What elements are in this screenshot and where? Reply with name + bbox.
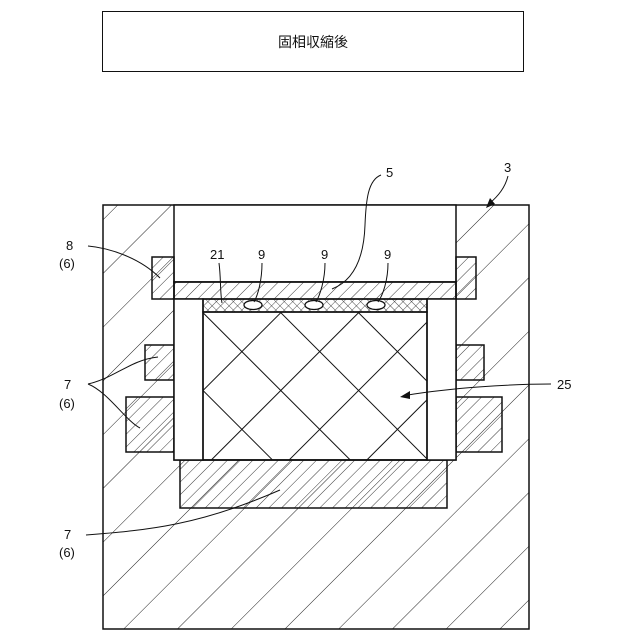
label-9a: 9 — [258, 247, 265, 262]
void-9-left — [244, 301, 262, 310]
label-7a: 7 — [64, 377, 71, 392]
upper-opening — [174, 205, 456, 282]
label-7b-sub: (6) — [59, 545, 75, 560]
leader-3 — [490, 176, 508, 203]
core-25 — [203, 312, 427, 460]
label-21: 21 — [210, 247, 224, 262]
label-9b: 9 — [321, 247, 328, 262]
side-wall-right — [427, 299, 456, 460]
coil-7-right-low — [456, 397, 502, 452]
label-8: 8 — [66, 238, 73, 253]
label-7b: 7 — [64, 527, 71, 542]
void-9-center — [305, 301, 323, 310]
top-plate-5 — [174, 282, 456, 299]
label-5: 5 — [386, 165, 393, 180]
label-8-sub: (6) — [59, 256, 75, 271]
void-9-right — [367, 301, 385, 310]
coil-8-left — [152, 257, 174, 299]
label-3: 3 — [504, 160, 511, 175]
side-wall-left — [174, 299, 203, 460]
coil-7-left-mid — [145, 345, 174, 380]
label-7a-sub: (6) — [59, 396, 75, 411]
label-25: 25 — [557, 377, 571, 392]
coil-7-bottom — [180, 460, 447, 508]
coil-8-right — [456, 257, 476, 299]
label-9c: 9 — [384, 247, 391, 262]
coil-7-left-low — [126, 397, 174, 452]
coil-7-right-mid — [456, 345, 484, 380]
